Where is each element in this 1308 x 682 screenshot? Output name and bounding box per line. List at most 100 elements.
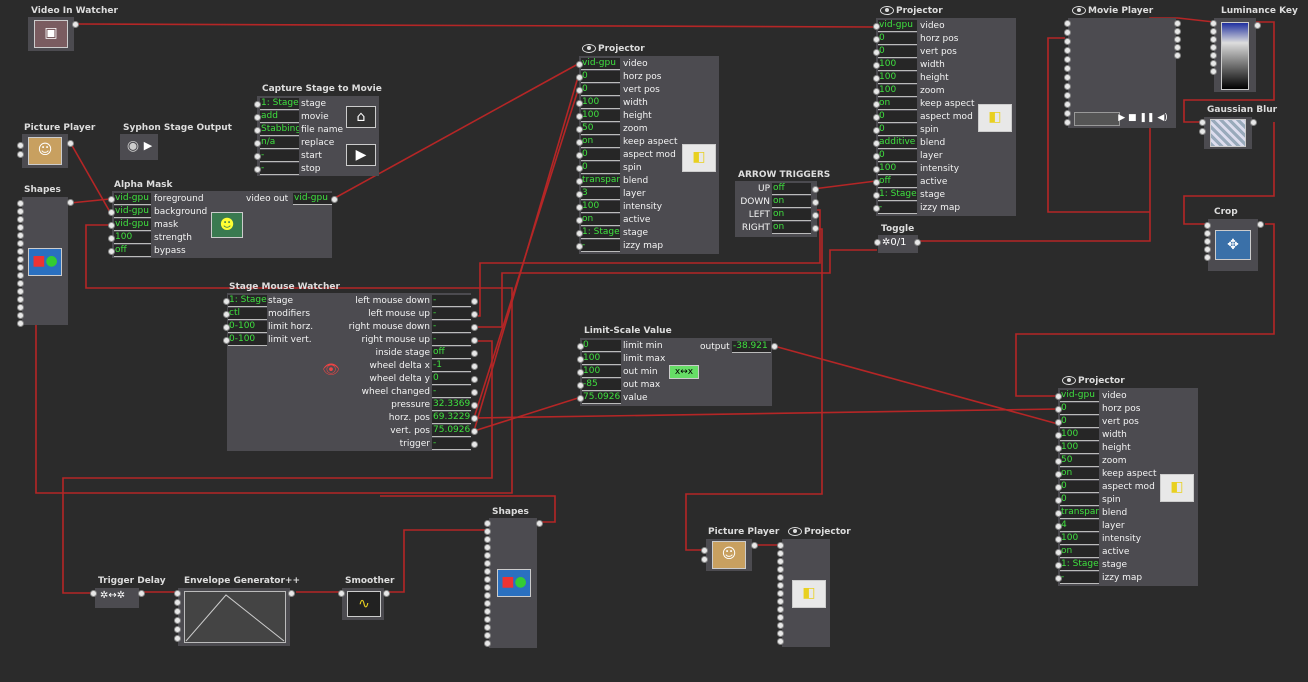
- input-port[interactable]: [873, 75, 880, 82]
- input-port[interactable]: [254, 166, 261, 173]
- input-port[interactable]: [174, 590, 181, 597]
- input-port[interactable]: [576, 178, 583, 185]
- param-value[interactable]: 1: Stage: [260, 98, 299, 110]
- input-port[interactable]: [108, 209, 115, 216]
- input-port[interactable]: [873, 88, 880, 95]
- input-port[interactable]: [873, 36, 880, 43]
- input-port[interactable]: [576, 61, 583, 68]
- input-port[interactable]: [1064, 65, 1071, 72]
- output-port[interactable]: [471, 298, 478, 305]
- input-port[interactable]: [17, 312, 24, 319]
- param-value[interactable]: additive: [878, 137, 917, 149]
- input-port[interactable]: [1055, 510, 1062, 517]
- output-port[interactable]: [812, 225, 819, 232]
- param-value[interactable]: -: [1060, 572, 1099, 584]
- input-port[interactable]: [576, 191, 583, 198]
- trigger-value[interactable]: off: [772, 183, 811, 195]
- input-port[interactable]: [484, 584, 491, 591]
- port[interactable]: [1204, 254, 1211, 261]
- output-port[interactable]: [288, 590, 295, 597]
- param-value[interactable]: on: [1060, 546, 1099, 558]
- port[interactable]: [1210, 28, 1217, 35]
- input-port[interactable]: [1055, 536, 1062, 543]
- param-value[interactable]: 0: [878, 46, 917, 58]
- input-port[interactable]: [484, 528, 491, 535]
- param-value[interactable]: 100: [878, 59, 917, 71]
- input-port[interactable]: [777, 614, 784, 621]
- input-port[interactable]: [873, 23, 880, 30]
- input-port[interactable]: [576, 230, 583, 237]
- input-port[interactable]: [223, 337, 230, 344]
- input-port[interactable]: [576, 87, 583, 94]
- movie-scrub-bar[interactable]: [1074, 112, 1120, 126]
- param-value[interactable]: 100: [582, 353, 621, 365]
- input-port[interactable]: [1055, 471, 1062, 478]
- output-port[interactable]: [536, 520, 543, 527]
- input-port[interactable]: [1064, 47, 1071, 54]
- trigger-value[interactable]: on: [772, 196, 811, 208]
- port[interactable]: [1199, 119, 1206, 126]
- input-port[interactable]: [576, 204, 583, 211]
- input-port[interactable]: [1055, 575, 1062, 582]
- param-value[interactable]: transpar: [1060, 507, 1099, 519]
- input-port[interactable]: [254, 140, 261, 147]
- output-value[interactable]: 0: [432, 373, 471, 385]
- eye-icon[interactable]: [880, 6, 894, 15]
- input-port[interactable]: [777, 550, 784, 557]
- param-value[interactable]: off: [878, 176, 917, 188]
- port[interactable]: [1210, 44, 1217, 51]
- input-port[interactable]: [223, 324, 230, 331]
- port[interactable]: [1174, 44, 1181, 51]
- input-port[interactable]: [17, 224, 24, 231]
- input-port[interactable]: [577, 395, 584, 402]
- trigger-value[interactable]: on: [772, 222, 811, 234]
- input-port[interactable]: [577, 382, 584, 389]
- output-port[interactable]: [138, 590, 145, 597]
- param-value[interactable]: vid-gpu: [114, 193, 151, 205]
- param-value[interactable]: 0: [582, 340, 621, 352]
- input-port[interactable]: [484, 600, 491, 607]
- port[interactable]: [1204, 230, 1211, 237]
- output-port[interactable]: [471, 376, 478, 383]
- output-value[interactable]: 32.3369: [432, 399, 471, 411]
- port[interactable]: [1210, 52, 1217, 59]
- input-port[interactable]: [484, 560, 491, 567]
- input-port[interactable]: [577, 356, 584, 363]
- input-port[interactable]: [1055, 497, 1062, 504]
- input-port[interactable]: [484, 616, 491, 623]
- eye-icon[interactable]: [1062, 376, 1076, 385]
- output-value[interactable]: -: [432, 386, 471, 398]
- param-value[interactable]: 0: [581, 149, 620, 161]
- param-value[interactable]: 100: [114, 232, 151, 244]
- param-value[interactable]: on: [878, 98, 917, 110]
- input-port[interactable]: [174, 617, 181, 624]
- port[interactable]: [1174, 20, 1181, 27]
- input-port[interactable]: [17, 280, 24, 287]
- input-port[interactable]: [17, 256, 24, 263]
- param-value[interactable]: 100: [582, 366, 621, 378]
- input-port[interactable]: [174, 599, 181, 606]
- input-port[interactable]: [777, 622, 784, 629]
- output-value[interactable]: -: [432, 295, 471, 307]
- input-port[interactable]: [174, 635, 181, 642]
- input-port[interactable]: [873, 49, 880, 56]
- param-value[interactable]: 4: [1060, 520, 1099, 532]
- input-port[interactable]: [484, 544, 491, 551]
- toggle-icon[interactable]: ✲0/1: [882, 237, 907, 248]
- param-value[interactable]: -: [260, 163, 299, 175]
- input-port[interactable]: [576, 113, 583, 120]
- input-port[interactable]: [484, 624, 491, 631]
- input-port[interactable]: [576, 165, 583, 172]
- input-port[interactable]: [254, 153, 261, 160]
- input-port[interactable]: [108, 248, 115, 255]
- param-value[interactable]: -: [581, 240, 620, 252]
- input-port[interactable]: [484, 552, 491, 559]
- input-port[interactable]: [576, 126, 583, 133]
- input-port[interactable]: [108, 235, 115, 242]
- param-value[interactable]: 1: Stage: [228, 295, 267, 307]
- input-port[interactable]: [254, 101, 261, 108]
- param-value[interactable]: vid-gpu: [114, 206, 151, 218]
- output-port[interactable]: [471, 311, 478, 318]
- param-value[interactable]: 100: [581, 97, 620, 109]
- input-port[interactable]: [873, 127, 880, 134]
